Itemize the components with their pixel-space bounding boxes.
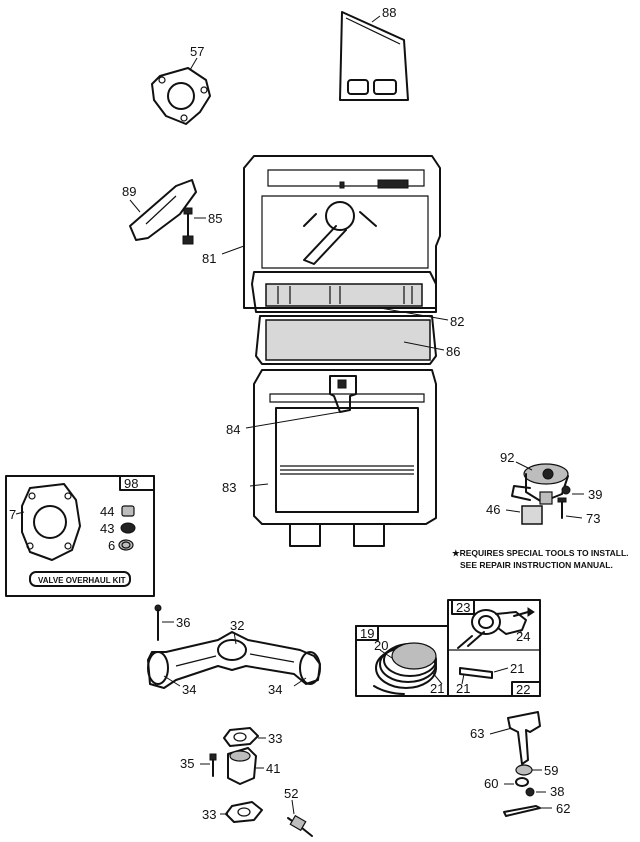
label-85: 85 [208, 211, 222, 226]
part-32 [147, 631, 321, 689]
label-57: 57 [190, 44, 204, 59]
label-7: 7 [9, 507, 16, 522]
label-21b: 21 [510, 661, 524, 676]
part-33-upper [223, 727, 266, 747]
part-82 [251, 271, 449, 321]
part-57 [151, 57, 211, 125]
label-6: 6 [108, 538, 115, 553]
label-20: 20 [374, 638, 388, 653]
label-59: 59 [544, 763, 558, 778]
label-39: 39 [588, 487, 602, 502]
label-60: 60 [484, 776, 498, 791]
label-34a: 34 [182, 682, 196, 697]
part-63 [489, 711, 541, 765]
part-62 [503, 805, 552, 817]
label-32: 32 [230, 618, 244, 633]
label-38: 38 [550, 784, 564, 799]
leader-34b [293, 677, 307, 687]
leader-34a [163, 675, 181, 687]
label-62: 62 [556, 801, 570, 816]
kit-98-box [5, 475, 155, 597]
part-35 [200, 753, 217, 777]
label-44: 44 [100, 504, 114, 519]
label-24: 24 [516, 629, 530, 644]
label-52: 52 [284, 786, 298, 801]
part-60 [504, 777, 529, 787]
label-34b: 34 [268, 682, 282, 697]
part-41 [227, 747, 264, 785]
label-63: 63 [470, 726, 484, 741]
label-46: 46 [486, 502, 500, 517]
part-73 [557, 497, 583, 519]
label-35: 35 [180, 756, 194, 771]
part-36 [154, 604, 174, 641]
label-89: 89 [122, 184, 136, 199]
note-line-1: ★REQUIRES SPECIAL TOOLS TO INSTALL. [452, 548, 629, 558]
part-86 [255, 315, 445, 365]
label-19: 19 [360, 626, 374, 641]
part-89 [129, 179, 197, 241]
part-33-lower [220, 801, 263, 823]
label-73: 73 [586, 511, 600, 526]
label-86: 86 [446, 344, 460, 359]
part-88 [339, 11, 409, 101]
label-84: 84 [226, 422, 240, 437]
part-39 [561, 485, 584, 495]
label-81: 81 [202, 251, 216, 266]
label-88: 88 [382, 5, 396, 20]
part-52 [287, 799, 313, 837]
kit-title: VALVE OVERHAUL KIT [38, 576, 126, 585]
label-98: 98 [124, 476, 138, 491]
box-23-22 [447, 599, 541, 697]
part-59 [515, 764, 542, 776]
label-83: 83 [222, 480, 236, 495]
label-33b: 33 [202, 807, 216, 822]
label-41: 41 [266, 761, 280, 776]
label-43: 43 [100, 521, 114, 536]
label-33a: 33 [268, 731, 282, 746]
part-83 [249, 369, 437, 547]
note-line-2: SEE REPAIR INSTRUCTION MANUAL. [460, 560, 613, 570]
label-21c: 21 [456, 681, 470, 696]
box-19 [355, 625, 449, 697]
label-23: 23 [456, 600, 470, 615]
label-21a: 21 [430, 681, 444, 696]
label-36: 36 [176, 615, 190, 630]
label-82: 82 [450, 314, 464, 329]
part-81 [221, 155, 441, 309]
label-92: 92 [500, 450, 514, 465]
part-85 [182, 207, 206, 245]
part-84 [245, 375, 357, 429]
label-22: 22 [516, 682, 530, 697]
part-46 [505, 505, 543, 525]
part-38 [525, 787, 546, 797]
